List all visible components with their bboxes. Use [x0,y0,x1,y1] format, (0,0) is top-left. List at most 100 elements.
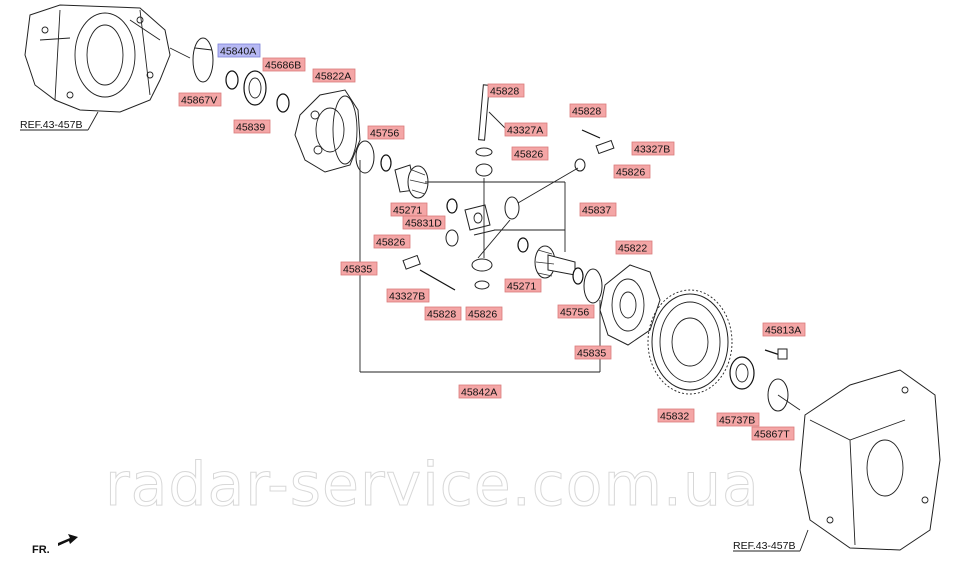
part-label-45828-bottom[interactable]: 45828 [424,306,462,321]
washer-45271-top [446,198,458,214]
part-label-45840A[interactable]: 45840A [217,43,261,58]
part-label-45813A[interactable]: 45813A [762,322,806,337]
part-label-45756-bottom[interactable]: 45756 [557,304,595,319]
part-label-45842A[interactable]: 45842A [458,384,502,399]
part-label-text: 45828 [490,86,519,98]
part-label-box [613,164,651,179]
part-label-text: 45686B [265,60,301,72]
part-label-45737B[interactable]: 45737B [716,412,760,427]
ref-right: REF.43-457B [733,540,795,552]
part-label-box [579,202,617,217]
part-label-45835-right[interactable]: 45835 [574,345,612,360]
part-label-45828-right[interactable]: 45828 [569,103,607,118]
part-label-box [569,103,607,118]
part-label-text: 45826 [468,309,497,321]
ring-45756-bottom [572,267,584,285]
part-label-text: 45842A [461,387,497,399]
ref-left: REF.43-457B [20,119,82,131]
side-gear-upper [394,164,429,199]
part-label-text: 45756 [370,128,399,140]
pin-45828-bottom [419,269,456,291]
part-label-box [465,306,503,321]
part-label-text: 43327B [389,291,425,303]
part-label-box [312,68,356,83]
differential-housing-45822 [599,264,661,346]
part-label-box [574,345,612,360]
part-label-text: 45835 [343,264,372,276]
part-label-text: 45867V [181,95,217,107]
part-label-45822A[interactable]: 45822A [312,68,356,83]
shaft-43327B-left [402,254,421,270]
part-label-43327B-right[interactable]: 43327B [631,141,675,156]
watermark: radar-service.com.ua [105,450,760,520]
part-label-45686B[interactable]: 45686B [262,57,306,72]
part-label-45826-a[interactable]: 45826 [511,146,549,161]
part-label-box [340,261,378,276]
block-45831D [464,204,491,231]
part-label-text: 45828 [572,106,601,118]
part-label-45756-top[interactable]: 45756 [367,125,405,140]
pinion-lower [471,258,493,272]
pinion-45837 [504,196,520,220]
bolt-45813A [764,348,788,360]
part-label-45271-top[interactable]: 45271 [390,202,428,217]
part-label-box [178,92,222,107]
part-label-box [631,141,675,156]
part-label-45826-c[interactable]: 45826 [373,234,411,249]
ring-45756-top [380,154,392,172]
part-label-box [262,57,306,72]
washer-45826-d [474,280,490,290]
bearing-45839 [243,70,267,106]
differential-case-45822A [294,89,361,173]
part-label-45271-bottom[interactable]: 45271 [504,278,542,293]
part-label-box [217,43,261,58]
ring-45840A [225,70,239,90]
part-label-box [657,408,695,423]
part-label-text: 45813A [765,325,801,337]
part-label-text: 45826 [376,237,405,249]
part-label-text: 45840A [220,46,256,58]
part-label-45835-left[interactable]: 45835 [340,261,378,276]
part-label-box [367,125,405,140]
pin-45828-right [581,129,601,139]
shim-45867V [192,37,214,83]
part-label-text: 45826 [514,149,543,161]
pinion-upper [475,163,493,177]
bearing-45737B [729,356,755,390]
right-transmission-housing [799,369,941,551]
part-label-45837[interactable]: 45837 [579,202,617,217]
part-label-45828-top[interactable]: 45828 [487,83,525,98]
washer-45271-bottom [517,237,529,253]
part-label-43327B-left[interactable]: 43327B [386,288,430,303]
part-label-text: 45839 [236,122,265,134]
part-label-box [233,119,271,134]
part-label-45822[interactable]: 45822 [615,240,653,255]
part-label-box [762,322,806,337]
part-label-45867V[interactable]: 45867V [178,92,222,107]
part-label-text: 45826 [616,167,645,179]
part-label-box [511,146,549,161]
part-label-box [487,83,525,98]
fr-arrow-icon [58,534,78,546]
part-label-45826-d[interactable]: 45826 [465,306,503,321]
part-label-45867T[interactable]: 45867T [751,426,795,441]
part-label-45832[interactable]: 45832 [657,408,695,423]
part-label-box [424,306,462,321]
part-label-text: 45832 [660,411,689,423]
washer-45826-c [445,229,459,247]
side-gear-lower [534,245,576,279]
part-label-text: 45822A [315,71,351,83]
part-label-text: 45271 [393,205,422,217]
ring-gear-45832 [647,289,733,395]
part-label-45831D[interactable]: 45831D [402,215,446,230]
part-label-box [557,304,595,319]
part-label-45826-b[interactable]: 45826 [613,164,651,179]
part-label-text: 45837 [582,205,611,217]
part-label-45839[interactable]: 45839 [233,119,271,134]
part-label-text: 45737B [719,415,755,427]
shaft-43327B-right [595,139,615,155]
part-label-text: 45867T [754,429,790,441]
part-label-43327A[interactable]: 43327A [504,122,548,137]
pin-45828-top [478,84,490,141]
